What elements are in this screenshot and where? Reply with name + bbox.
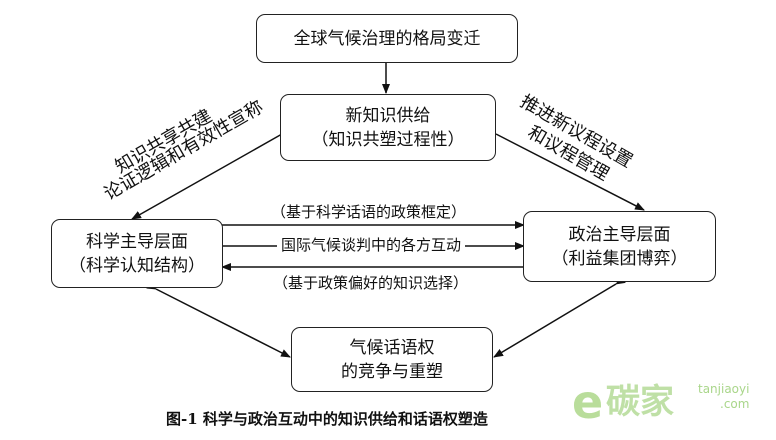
box-new-knowledge-line2: （知识共塑过程性） — [311, 129, 465, 150]
watermark-url: tanjiaoyi .com — [698, 382, 749, 412]
watermark-url-line1: tanjiaoyi — [698, 382, 750, 396]
label-lower-arrow: （基于政策偏好的知识选择） — [273, 274, 469, 292]
box-discourse-line2: 的竞争与重塑 — [341, 361, 443, 382]
watermark-logo-icon: e — [572, 375, 604, 429]
box-science-line2: （科学认知结构） — [69, 255, 205, 276]
arrow-center-to-right — [495, 133, 645, 211]
box-science-dominant: 科学主导层面 （科学认知结构） — [51, 219, 223, 288]
box-new-knowledge-line1: 新知识供给 — [345, 105, 431, 126]
box-politics-line1: 政治主导层面 — [568, 224, 671, 245]
label-middle-arrow: 国际气候谈判中的各方互动 — [277, 236, 466, 254]
box-new-knowledge-supply: 新知识供给 （知识共塑过程性） — [280, 94, 496, 161]
arrow-left-bottom — [146, 281, 291, 358]
box-global-governance-text: 全球气候治理的格局变迁 — [293, 28, 481, 49]
box-politics-dominant: 政治主导层面 （利益集团博弈） — [523, 211, 716, 282]
arrow-right-bottom — [493, 275, 626, 358]
watermark-brand: 碳家 — [606, 382, 674, 422]
box-science-line1: 科学主导层面 — [86, 231, 188, 252]
box-discourse-line1: 气候话语权 — [349, 337, 435, 358]
box-discourse-power: 气候话语权 的竞争与重塑 — [291, 327, 493, 392]
box-global-governance: 全球气候治理的格局变迁 — [256, 14, 518, 63]
figure-caption: 图-1 科学与政治互动中的知识供给和话语权塑造 — [166, 410, 488, 428]
watermark-url-line2: .com — [720, 397, 750, 411]
arrow-center-to-left — [131, 133, 283, 220]
box-politics-line2: （利益集团博弈） — [551, 248, 688, 269]
watermark: e 碳家 tanjiaoyi .com — [572, 374, 776, 434]
label-upper-arrow: （基于科学话语的政策框定） — [271, 203, 467, 221]
